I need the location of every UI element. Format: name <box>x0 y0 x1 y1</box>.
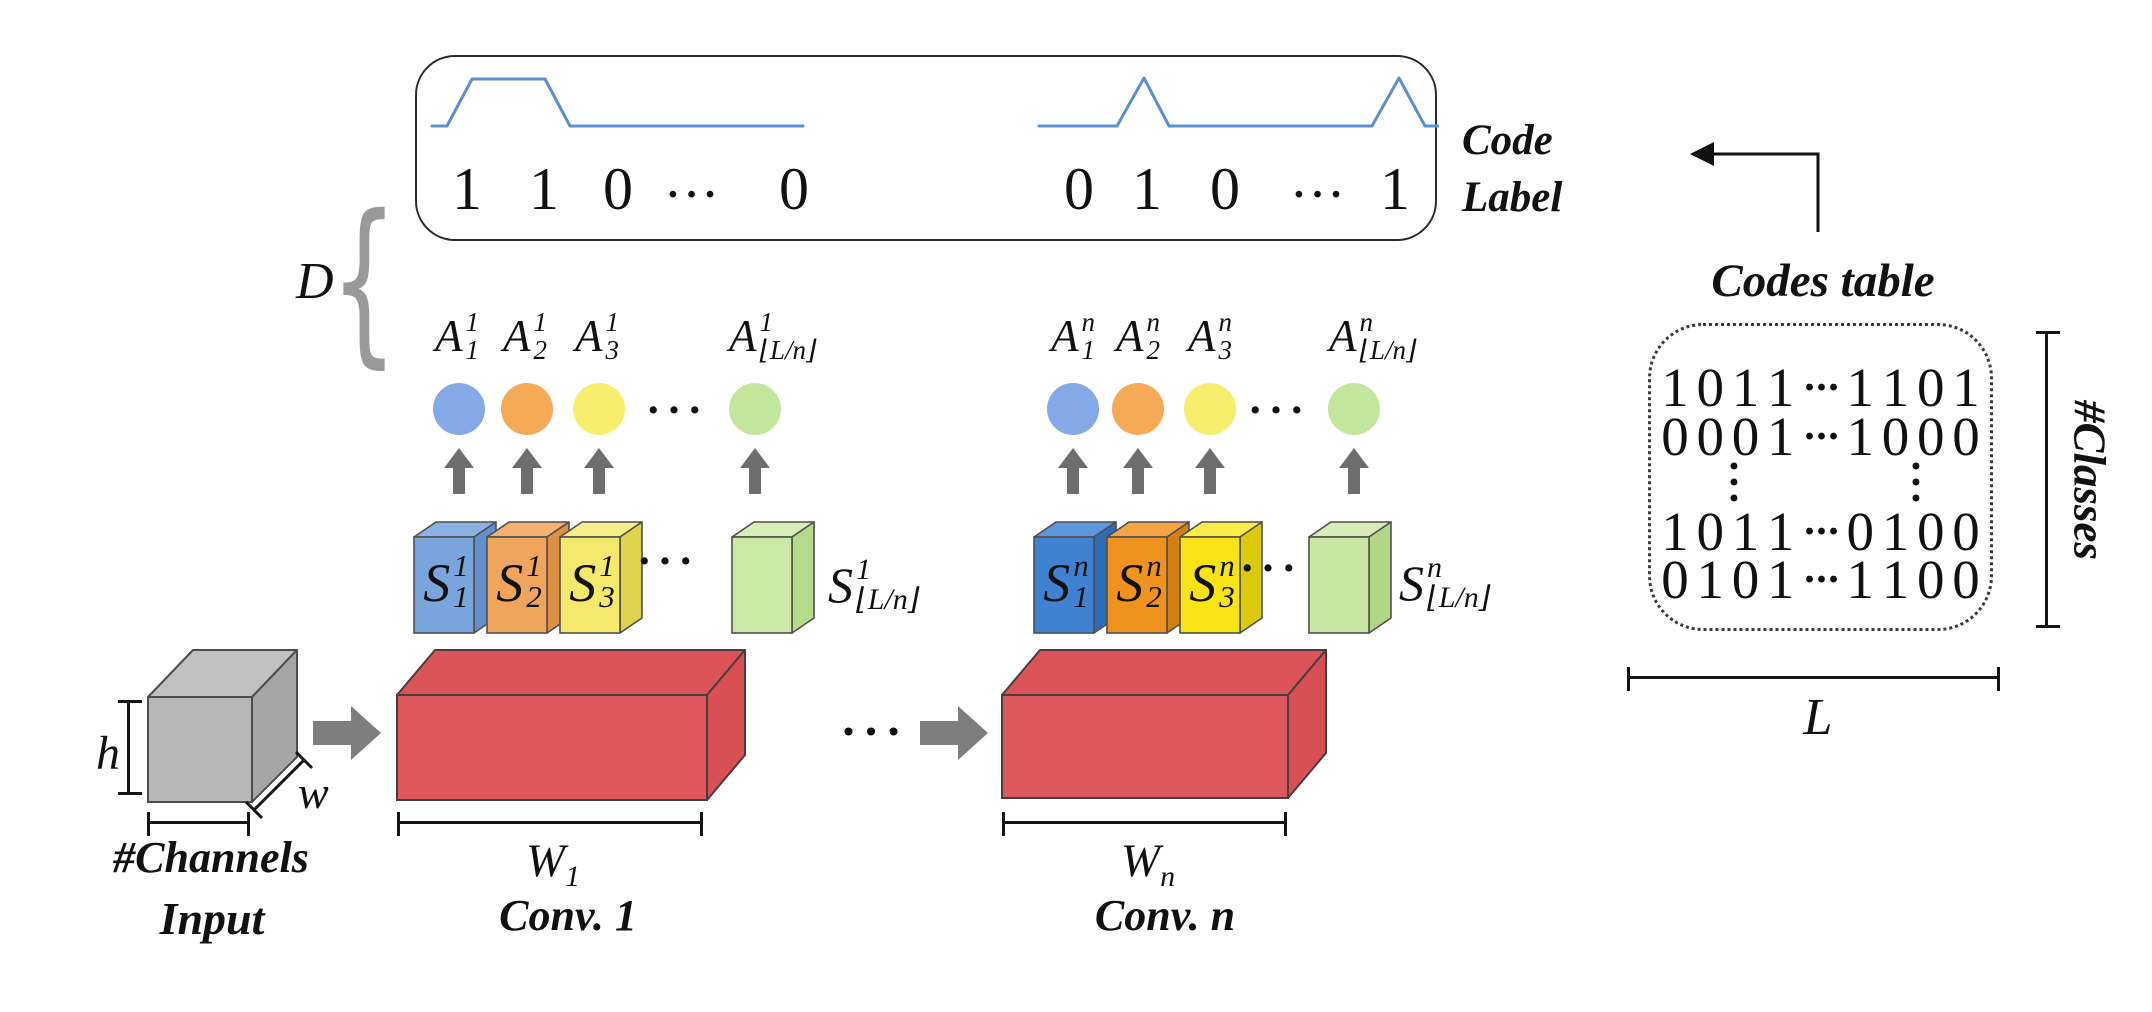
activation-node <box>729 383 781 435</box>
table-to-label-arrow <box>1690 142 1820 232</box>
up-arrow-icon <box>740 448 770 494</box>
waveform-right <box>1037 76 1439 128</box>
codes-table-box: 1 0 1 1···1 1 0 1 0 0 0 1···1 0 0 0 • • … <box>1648 323 1993 631</box>
ellipsis-dots: ••• <box>840 716 908 749</box>
convn-title: Conv. n <box>1094 891 1236 940</box>
slice-box-green <box>1308 521 1392 634</box>
codes-table-row: 1 0 1 1···0 1 0 0 <box>1661 501 1980 562</box>
code-label-caption: Code Label <box>1462 112 1562 226</box>
codes-table-row: 1 0 1 1···1 1 0 1 <box>1661 357 1980 418</box>
code-label-line2: Label <box>1462 174 1563 221</box>
up-arrow-icon <box>1339 448 1369 494</box>
codes-table-row: 0 0 0 1···1 0 0 0 <box>1661 406 1980 467</box>
classes-measure <box>2036 331 2060 628</box>
code-length-d-label: D <box>296 253 334 310</box>
activation-node <box>1184 383 1236 435</box>
vertical-ellipsis: • • • <box>1726 453 1742 513</box>
conv1-title: Conv. 1 <box>499 891 637 940</box>
code-bit: 0 <box>1210 156 1240 222</box>
activation-node <box>501 383 553 435</box>
slice-box-yellow <box>1179 521 1263 634</box>
channels-measure <box>147 812 250 836</box>
length-label: L <box>1803 689 1833 746</box>
ellipsis-dots: ••• <box>1292 183 1348 209</box>
code-bit: 0 <box>603 156 633 222</box>
curly-brace-icon: { <box>330 177 398 384</box>
vertical-ellipsis: • • • <box>1908 453 1924 513</box>
waveform-left <box>430 77 805 128</box>
input-cube <box>147 649 298 803</box>
code-bit: 0 <box>1064 156 1094 222</box>
ellipsis-dots: ••• <box>645 396 709 425</box>
up-arrow-icon <box>1058 448 1088 494</box>
up-arrow-icon <box>512 448 542 494</box>
code-bit: 1 <box>452 156 482 222</box>
code-bit: 1 <box>1132 156 1162 222</box>
conv1-feature-map <box>396 649 746 801</box>
up-arrow-icon <box>584 448 614 494</box>
codes-table-row: 0 1 0 1···1 1 0 0 <box>1661 549 1980 610</box>
ellipsis-dots: ••• <box>666 183 722 209</box>
h-measure <box>118 700 142 795</box>
w1-measure <box>397 812 703 836</box>
up-arrow-icon <box>1195 448 1225 494</box>
code-bit: 0 <box>779 156 809 222</box>
code-bit: 1 <box>529 156 559 222</box>
arrowhead-left-icon <box>1690 142 1714 166</box>
w-label: w <box>298 767 329 818</box>
ellipsis-dots: ··· <box>1802 364 1840 411</box>
slice-box-green <box>731 521 815 634</box>
w1-label: W1 <box>525 835 581 893</box>
convn-feature-map <box>1001 649 1327 799</box>
activation-label: A 1⌊L/n⌋ <box>729 307 817 365</box>
w-measure <box>244 750 314 820</box>
right-arrow-icon <box>313 706 381 760</box>
channels-label: #Channels <box>113 833 309 882</box>
right-arrow-icon <box>920 706 988 760</box>
code-label-line1: Code <box>1462 117 1553 164</box>
ellipsis-dots: ··· <box>1802 413 1840 460</box>
codes-table-title: Codes table <box>1711 255 1935 307</box>
h-label: h <box>96 727 120 780</box>
up-arrow-icon <box>1123 448 1153 494</box>
code-waveform <box>430 76 1439 128</box>
activation-node <box>1328 383 1380 435</box>
input-title: Input <box>159 893 265 944</box>
ellipsis-dots: ••• <box>636 547 700 576</box>
slice-label: S n⌊L/n⌋ <box>1399 551 1491 614</box>
wn-measure <box>1002 812 1287 836</box>
code-label-box: 1 1 0 ••• 0 0 1 0 ••• 1 <box>415 55 1439 241</box>
code-bit: 1 <box>1380 156 1410 222</box>
activation-node <box>1112 383 1164 435</box>
ellipsis-dots: ••• <box>1247 396 1311 425</box>
slice-label: S 1⌊L/n⌋ <box>828 553 920 616</box>
ellipsis-dots: ••• <box>1239 554 1303 583</box>
activation-label: A n⌊L/n⌋ <box>1329 307 1417 365</box>
up-arrow-icon <box>444 448 474 494</box>
ellipsis-dots: ··· <box>1802 556 1840 603</box>
activation-node <box>573 383 625 435</box>
activation-node <box>1047 383 1099 435</box>
ellipsis-dots: ··· <box>1802 508 1840 555</box>
slice-box-yellow <box>559 521 643 634</box>
classes-label: #Classes <box>2064 399 2115 561</box>
activation-node <box>433 383 485 435</box>
wn-label: Wn <box>1120 835 1176 893</box>
length-measure <box>1627 667 2000 691</box>
